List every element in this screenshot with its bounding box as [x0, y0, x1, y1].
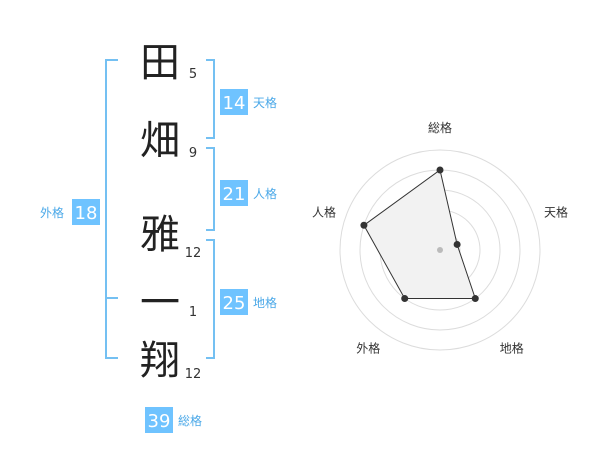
chikaku-score: 25 — [223, 293, 246, 314]
gaikaku-label: 外格 — [40, 205, 64, 220]
name-char-2: 畑 — [140, 118, 180, 164]
stroke-count-4: 1 — [189, 305, 197, 320]
radar-ring-5 — [339, 149, 541, 351]
radar-series-polygon — [363, 169, 476, 299]
stroke-count-1: 5 — [189, 67, 197, 82]
soukaku-score: 39 — [148, 411, 171, 432]
tenkaku-score: 14 — [223, 93, 246, 114]
jinkaku-score: 21 — [223, 184, 246, 205]
chikaku-score-box — [220, 289, 248, 315]
stroke-count-2: 9 — [189, 146, 197, 161]
radar-axis-label-2: 地格 — [500, 341, 524, 356]
stroke-count-3: 12 — [185, 246, 202, 261]
name-char-1: 田 — [140, 40, 180, 86]
gaikaku-bracket — [105, 59, 118, 359]
soukaku-score-box — [145, 407, 173, 433]
radar-point-3 — [401, 295, 409, 303]
chikaku-bracket — [206, 239, 215, 359]
jinkaku-bracket — [206, 147, 215, 231]
name-char-3: 雅 — [140, 212, 180, 258]
stroke-count-5: 12 — [185, 367, 202, 382]
radar-axis-label-1: 天格 — [544, 204, 568, 219]
tenkaku-bracket — [206, 59, 215, 139]
gaikaku-score-box — [72, 199, 100, 225]
gaikaku-score: 18 — [75, 203, 98, 224]
radar-point-4 — [360, 221, 368, 229]
radar-point-1 — [453, 240, 461, 248]
radar-axis-label-4: 人格 — [312, 204, 336, 219]
jinkaku-score-box — [220, 180, 248, 206]
radar-axis-label-0: 総格 — [428, 120, 452, 135]
tenkaku-score-box — [220, 89, 248, 115]
tenkaku-label: 天格 — [253, 95, 277, 110]
soukaku-label: 総格 — [178, 413, 202, 428]
radar-center-dot — [437, 247, 443, 253]
name-char-5: 翔 — [140, 338, 180, 384]
radar-points — [360, 166, 479, 303]
name-char-4: 一 — [140, 280, 180, 326]
jinkaku-label: 人格 — [253, 186, 277, 201]
radar-point-0 — [436, 166, 444, 174]
chikaku-label: 地格 — [253, 295, 277, 310]
radar-point-2 — [471, 295, 479, 303]
radar-axis-label-3: 外格 — [356, 341, 380, 356]
